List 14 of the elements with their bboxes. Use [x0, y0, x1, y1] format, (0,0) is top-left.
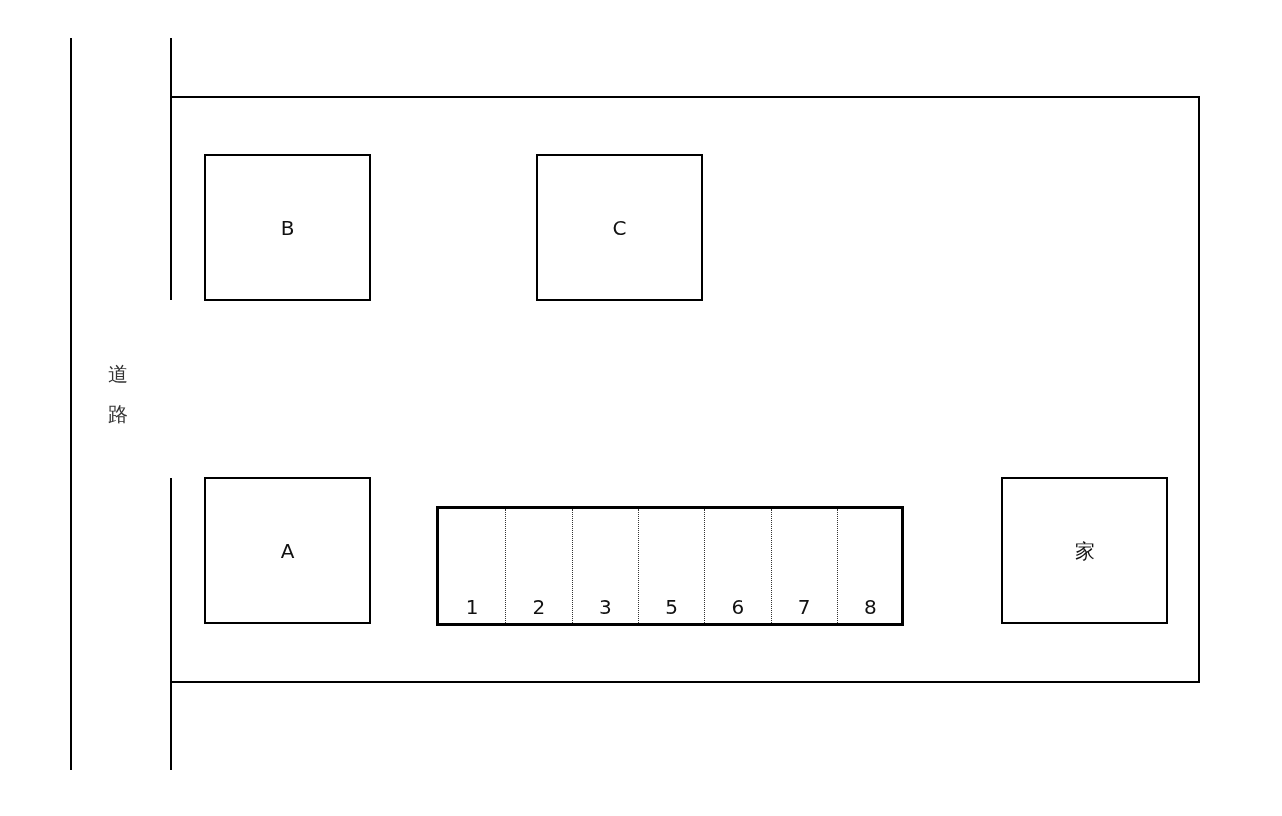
parking-space: 3 [571, 509, 638, 623]
building-box: C [536, 154, 703, 301]
parking-space: 1 [439, 509, 506, 623]
parking-space: 7 [770, 509, 837, 623]
parking-area [436, 506, 904, 626]
building-box: B [204, 154, 371, 301]
building-box: A [204, 477, 371, 624]
parking-space: 6 [704, 509, 771, 623]
building-box: 家 [1001, 477, 1168, 624]
road-label: 道路 [108, 361, 129, 428]
parking-space: 2 [505, 509, 572, 623]
lot-outline [172, 96, 1200, 683]
parking-space: 5 [637, 509, 705, 623]
parking-space: 8 [836, 509, 904, 623]
